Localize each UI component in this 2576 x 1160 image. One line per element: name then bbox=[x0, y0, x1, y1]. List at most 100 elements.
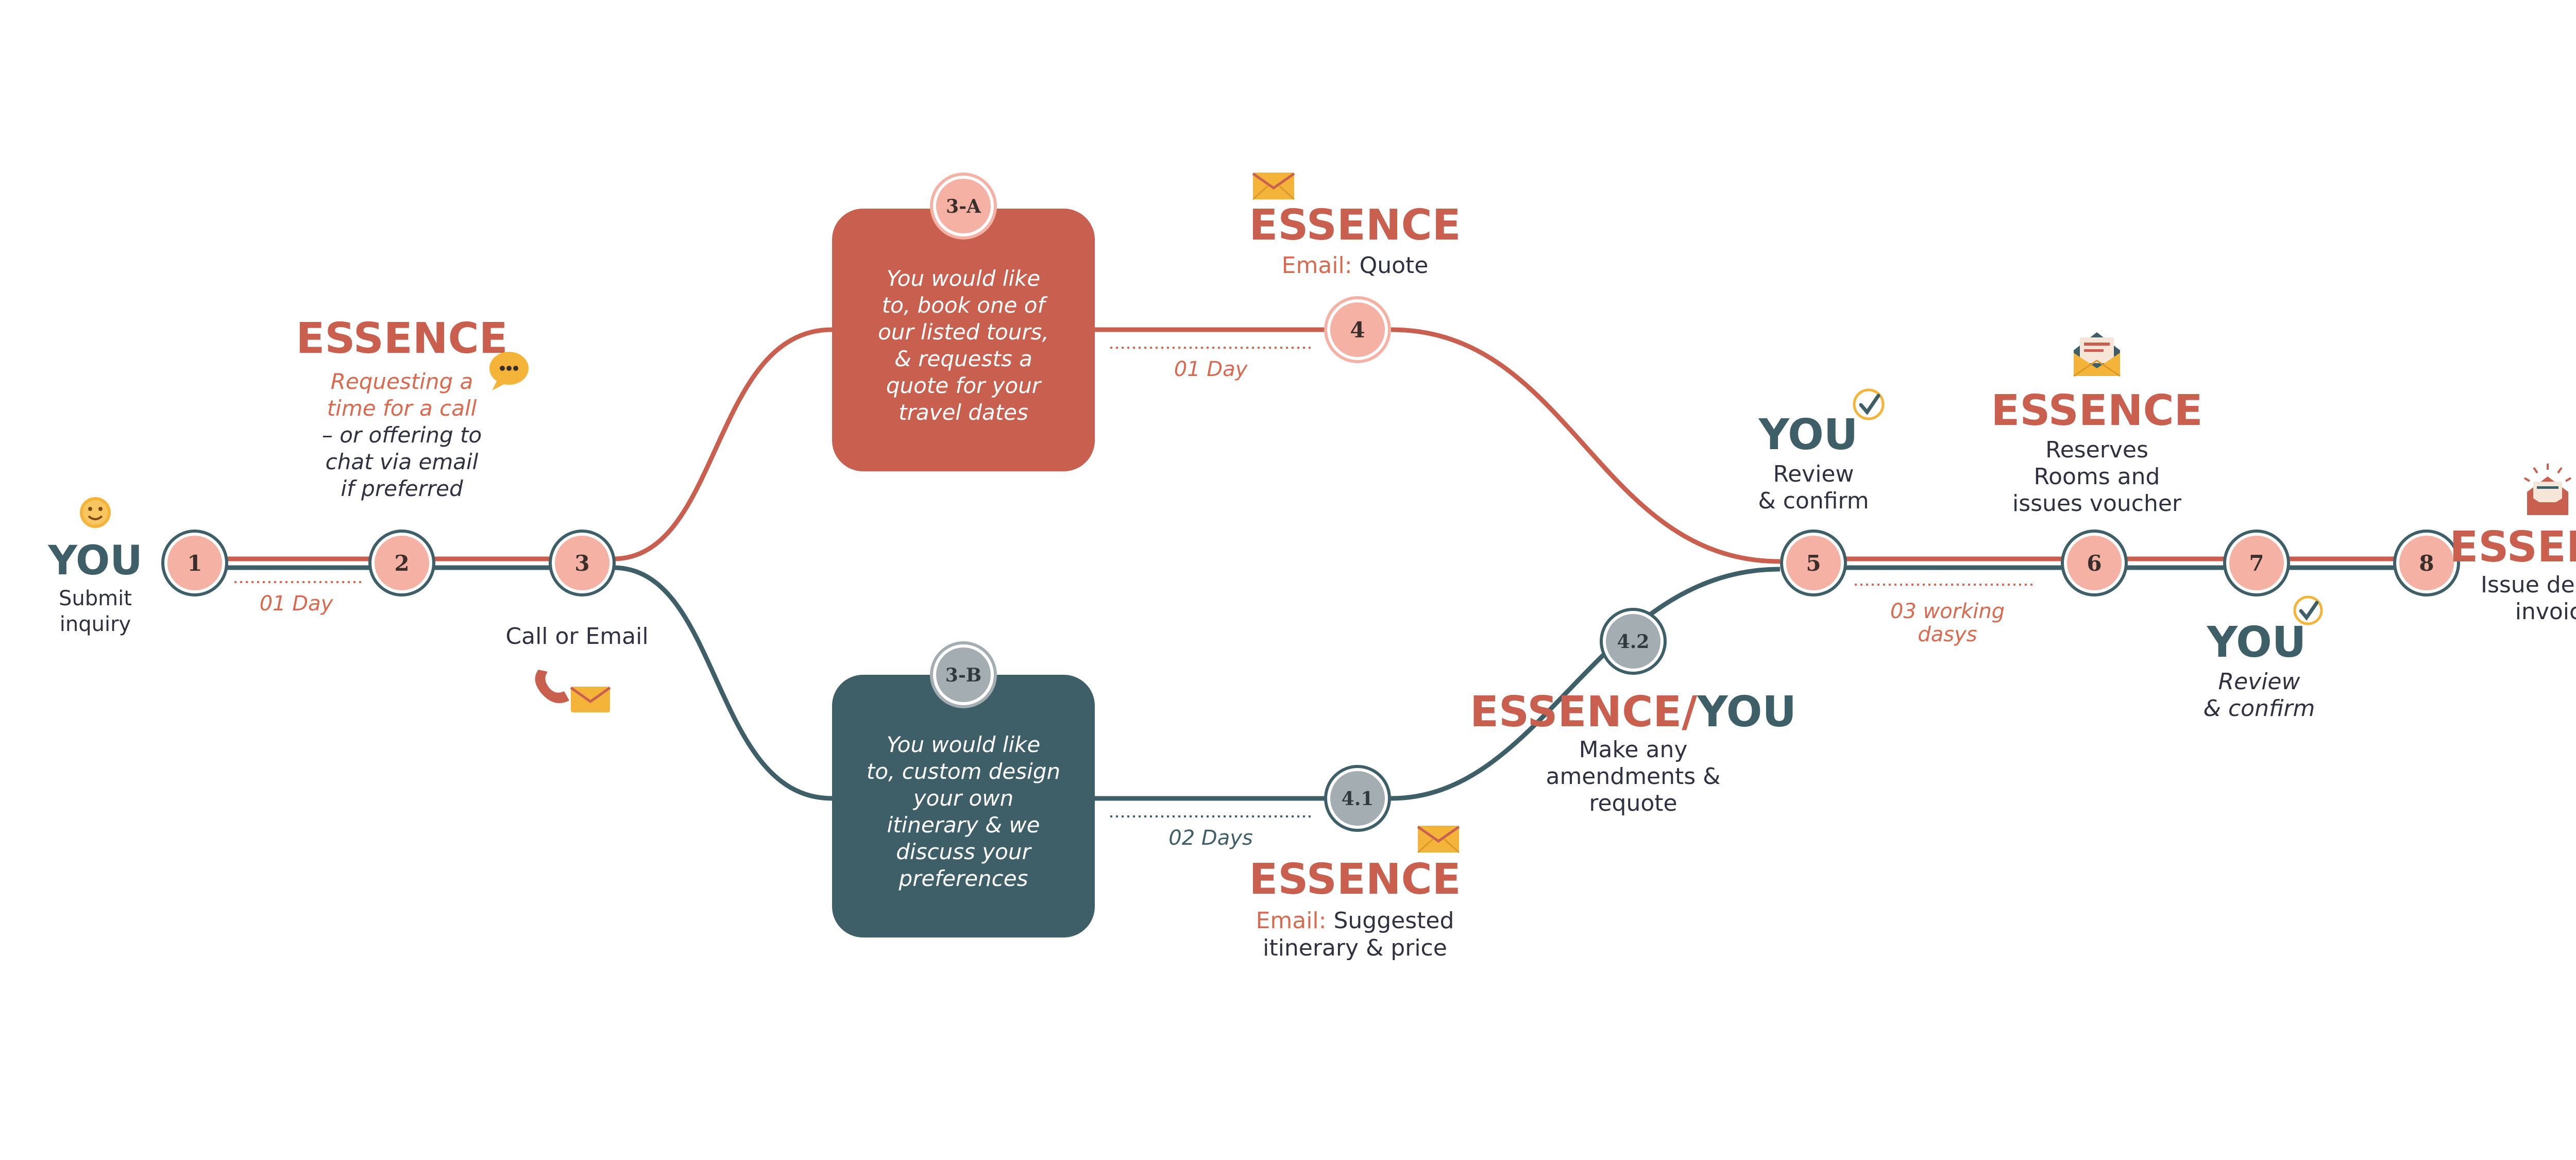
step-41-email-label: Email: bbox=[1256, 908, 1327, 934]
node-1-label: 1 bbox=[187, 551, 202, 576]
step-42-caption: Make any bbox=[1579, 737, 1688, 763]
step-2-accent: Requesting a bbox=[331, 369, 473, 394]
envelope-icon bbox=[570, 686, 611, 712]
node-3b-label: 3-B bbox=[945, 664, 981, 686]
node-3b: 3-B bbox=[930, 641, 997, 708]
duration-markers: 01 Day 01 Day 02 Days 03 working dasys bbox=[234, 347, 2035, 850]
checkmark-icon bbox=[1853, 388, 1885, 420]
node-5-label: 5 bbox=[1806, 551, 1821, 576]
step-41-email-text: Suggested bbox=[1333, 908, 1454, 934]
step-2-caption: if preferred bbox=[341, 476, 463, 501]
step-4-annotation: ESSENCE Email: Quote bbox=[1249, 172, 1461, 279]
box-3b: You would like to, custom design your ow… bbox=[832, 675, 1095, 937]
box-3a-line: & requests a bbox=[894, 346, 1032, 371]
smiley-icon bbox=[80, 497, 111, 528]
step-3-caption: Call or Email bbox=[505, 623, 648, 650]
step-42-caption: requote bbox=[1589, 790, 1677, 816]
step-2-accent: time for a call bbox=[327, 396, 477, 421]
node-6: 6 bbox=[2061, 530, 2128, 596]
step-8-caption: Issue deposit bbox=[2481, 572, 2576, 598]
step-5-caption: Review bbox=[1773, 461, 1854, 487]
step-42-annotation: ESSENCE/YOU Make any amendments & requot… bbox=[1470, 688, 1797, 816]
node-8-label: 8 bbox=[2419, 551, 2434, 576]
actor-essence-8: ESSENCE bbox=[2449, 523, 2576, 572]
node-4: 4 bbox=[1324, 296, 1391, 363]
checkmark-icon bbox=[2293, 595, 2323, 625]
box-3b-line: your own bbox=[912, 786, 1013, 811]
actor-essence-42: ESSENCE bbox=[1470, 688, 1682, 737]
node-41: 4.1 bbox=[1324, 765, 1391, 832]
node-2-label: 2 bbox=[394, 551, 409, 576]
duration-label-3b-41: 02 Days bbox=[1168, 826, 1252, 850]
step-6-caption: Reserves bbox=[2045, 437, 2148, 463]
actor-essence-6: ESSENCE bbox=[1991, 386, 2202, 435]
connector-4-to-5 bbox=[1391, 327, 1781, 564]
node-5: 5 bbox=[1780, 530, 1847, 596]
actor-you-5: YOU bbox=[1758, 411, 1858, 459]
step-6-caption: issues voucher bbox=[2012, 490, 2182, 517]
node-3a: 3-A bbox=[930, 173, 997, 240]
actor-you-7: YOU bbox=[2207, 618, 2307, 667]
duration-label-3a-4: 01 Day bbox=[1174, 357, 1248, 381]
box-3b-line: to, custom design bbox=[867, 759, 1060, 784]
box-3b-line: itinerary & we bbox=[887, 812, 1040, 838]
open-envelope-icon bbox=[2523, 464, 2572, 515]
step-7-caption: Review bbox=[2218, 669, 2301, 695]
step-41-annotation: ESSENCE Email: Suggested itinerary & pri… bbox=[1249, 825, 1461, 961]
step-1-annotation: YOU Submit inquiry bbox=[47, 497, 143, 636]
connector-3-to-3a bbox=[613, 327, 833, 561]
actor-separator: / bbox=[1682, 688, 1697, 737]
step-1-caption: Submit bbox=[59, 587, 132, 610]
box-3b-line: discuss your bbox=[896, 839, 1032, 864]
actor-you-1: YOU bbox=[47, 538, 142, 584]
node-42: 4.2 bbox=[1600, 608, 1667, 675]
actor-essence-41: ESSENCE bbox=[1249, 855, 1461, 904]
node-42-label: 4.2 bbox=[1617, 631, 1650, 653]
step-41-email-text2: itinerary & price bbox=[1263, 935, 1447, 961]
nodes: 1 2 3 3-A 3-B 4 bbox=[161, 173, 2460, 832]
step-7-annotation: YOU Review & confirm bbox=[2204, 595, 2323, 722]
actor-you-42: YOU bbox=[1697, 688, 1797, 737]
step-8-caption: invoice bbox=[2515, 599, 2576, 625]
connector-3-to-3b bbox=[613, 565, 833, 801]
step-2-caption: – or offering to bbox=[322, 422, 482, 448]
step-1-caption: inquiry bbox=[60, 612, 131, 636]
step-6-annotation: ESSENCE Reserves Rooms and issues vouche… bbox=[1991, 332, 2203, 517]
box-3a-line: quote for your bbox=[886, 373, 1042, 398]
step-8-annotation: ESSENCE Issue deposit invoice bbox=[2449, 464, 2576, 625]
step-2-annotation: ESSENCE Requesting a time for a call – o… bbox=[296, 314, 529, 501]
step-42-caption: amendments & bbox=[1546, 763, 1720, 790]
node-1: 1 bbox=[161, 530, 228, 596]
step-4-email-text: Quote bbox=[1360, 252, 1429, 279]
node-3-label: 3 bbox=[574, 551, 589, 576]
node-7: 7 bbox=[2223, 530, 2290, 596]
envelope-icon bbox=[1417, 825, 1460, 854]
box-3b-line: You would like bbox=[887, 732, 1041, 757]
node-2: 2 bbox=[368, 530, 435, 596]
box-3b-bg bbox=[832, 675, 1095, 937]
actor-essence-4: ESSENCE bbox=[1249, 201, 1461, 250]
node-4-label: 4 bbox=[1350, 317, 1365, 343]
step-2-caption: chat via email bbox=[326, 449, 479, 474]
node-41-label: 4.1 bbox=[1342, 788, 1374, 810]
box-3a: You would like to, book one of our liste… bbox=[832, 209, 1095, 471]
step-3-annotation: Call or Email bbox=[505, 623, 649, 712]
connector-41-to-5 bbox=[1391, 567, 1781, 801]
step-41-email: Email: Suggested bbox=[1256, 908, 1454, 934]
box-3b-line: preferences bbox=[899, 866, 1028, 891]
node-3: 3 bbox=[549, 530, 616, 596]
envelope-icon bbox=[1252, 172, 1295, 200]
step-6-caption: Rooms and bbox=[2034, 464, 2160, 490]
box-3a-line: You would like bbox=[887, 266, 1041, 291]
node-8: 8 bbox=[2393, 530, 2460, 596]
step-7-caption: & confirm bbox=[2204, 695, 2315, 722]
actor-essence-you: ESSENCE/YOU bbox=[1470, 688, 1797, 737]
box-3a-bg bbox=[832, 209, 1095, 471]
chat-bubble-icon bbox=[489, 352, 529, 390]
box-3a-line: to, book one of bbox=[882, 293, 1048, 318]
node-6-label: 6 bbox=[2087, 551, 2102, 576]
open-envelope-icon bbox=[2073, 332, 2121, 377]
box-3a-line: travel dates bbox=[899, 400, 1028, 425]
